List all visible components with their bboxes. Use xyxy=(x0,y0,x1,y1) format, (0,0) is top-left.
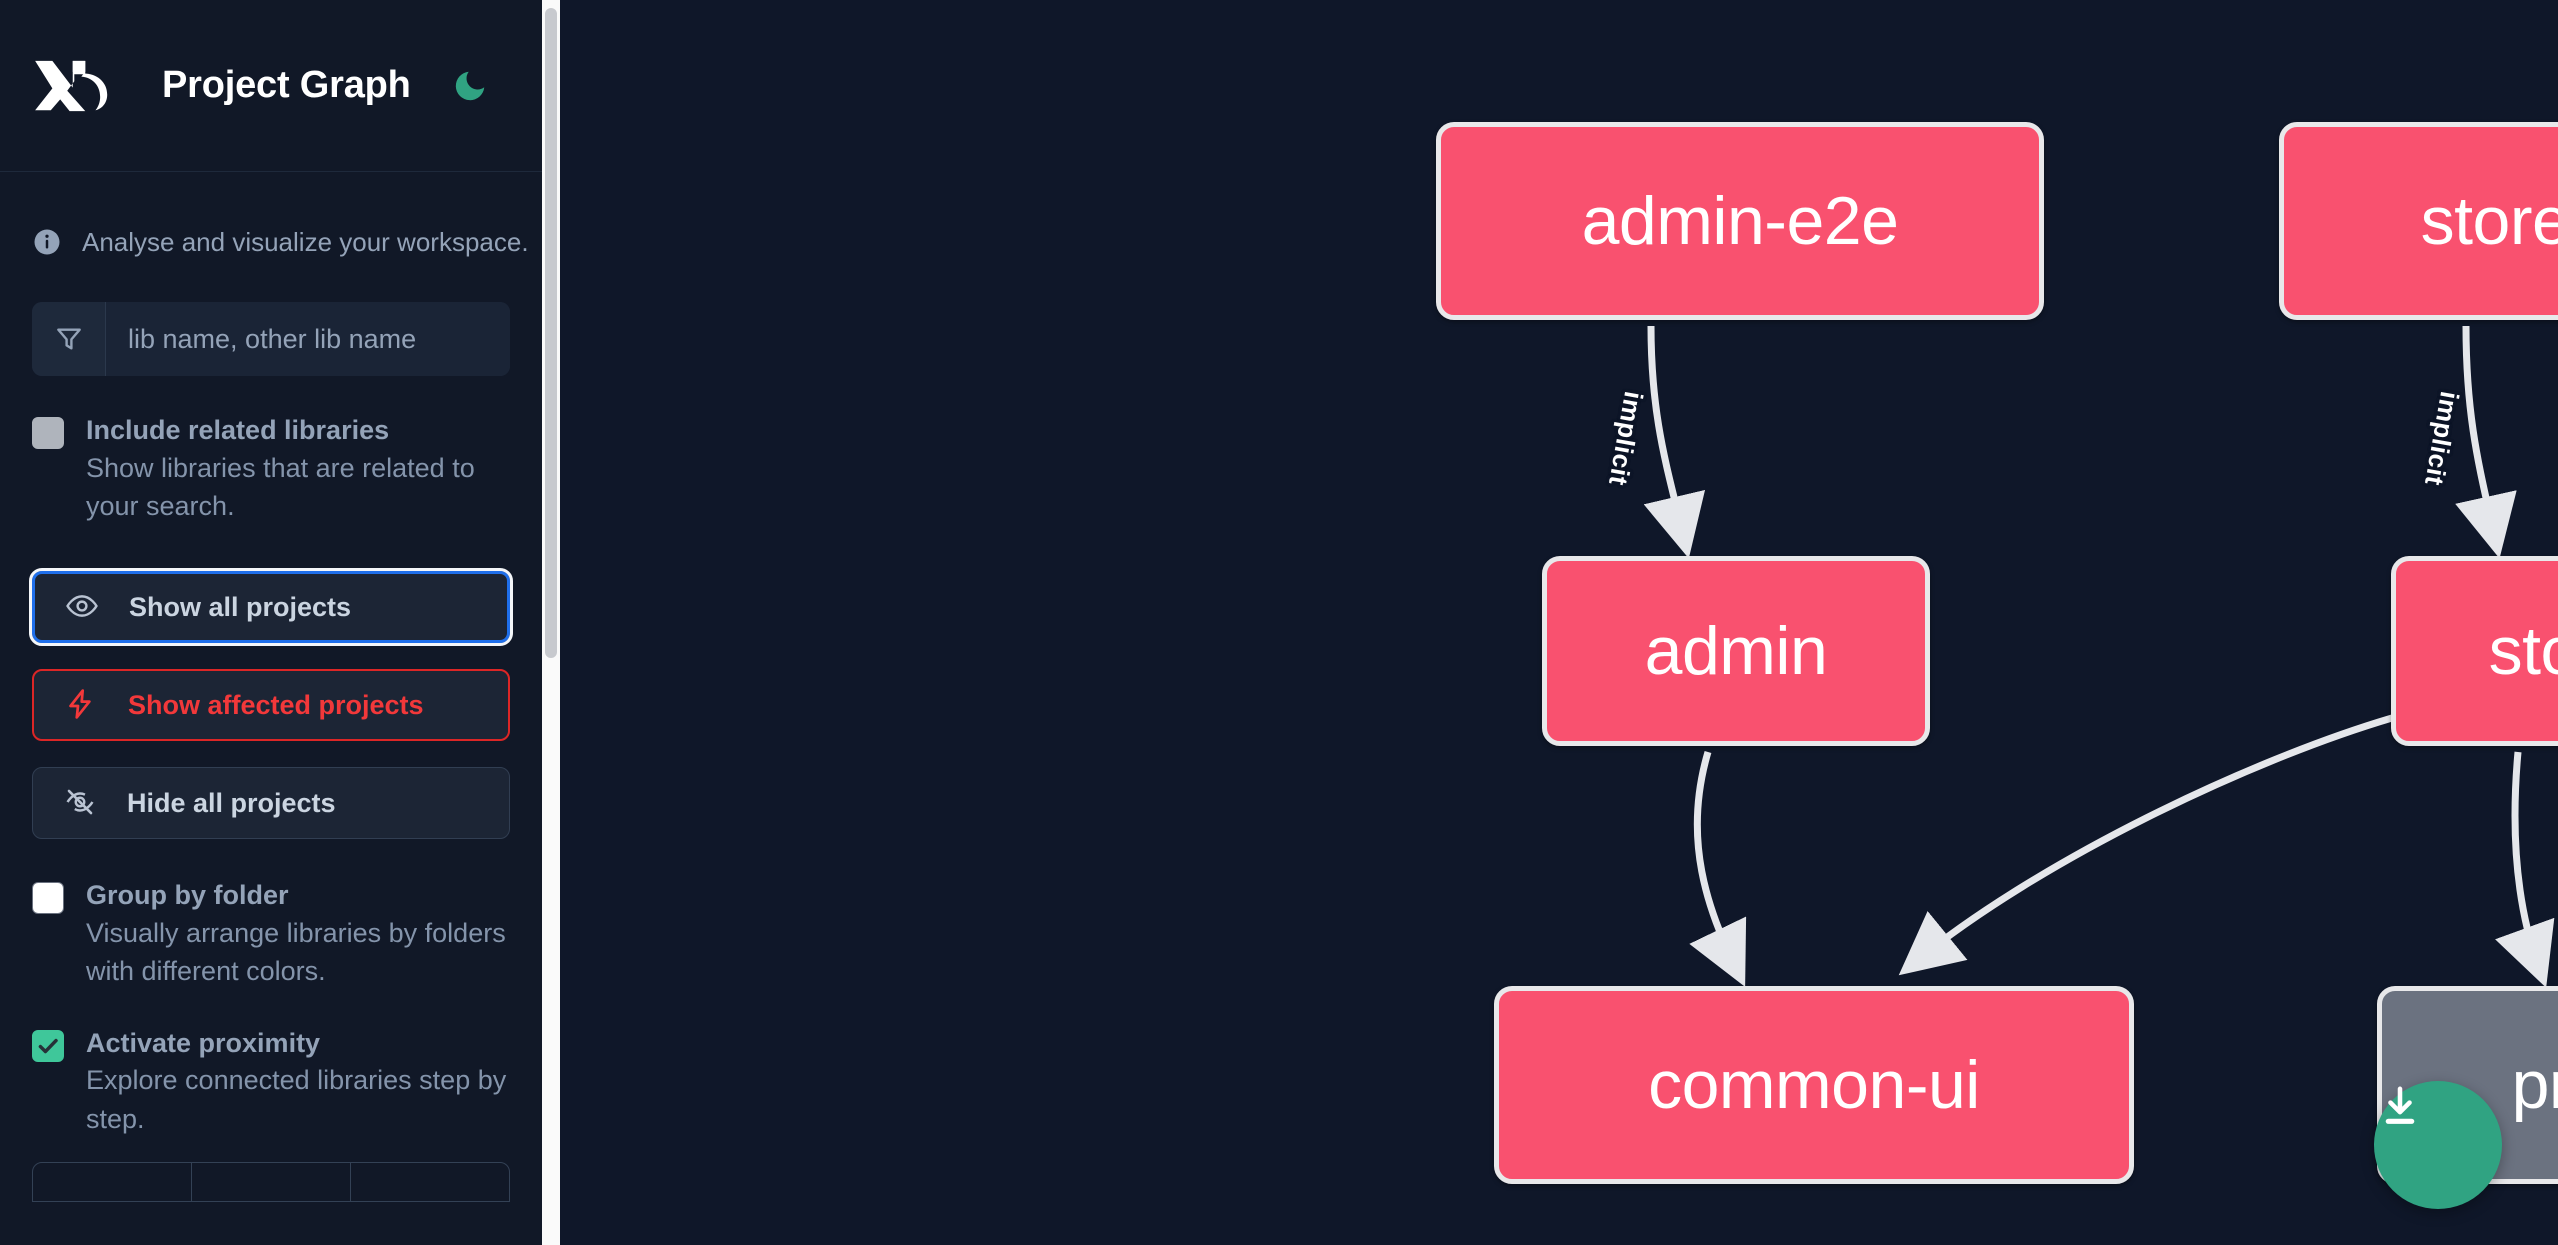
workspace-info-text: Analyse and visualize your workspace. xyxy=(82,226,529,257)
hide-all-projects-label: Hide all projects xyxy=(127,787,336,818)
graph-node-label: store-e2e xyxy=(2420,183,2558,259)
sidebar-scrollbar-thumb[interactable] xyxy=(545,8,557,658)
graph-node-label: store xyxy=(2488,613,2558,689)
graph-node-admin[interactable]: admin xyxy=(1542,556,1930,746)
group-by-folder-description: Visually arrange libraries by folders wi… xyxy=(86,918,506,987)
include-related-libraries-checkbox[interactable] xyxy=(32,417,64,449)
nx-logo xyxy=(32,56,126,116)
show-affected-projects-button[interactable]: Show affected projects xyxy=(32,669,510,742)
graph-canvas[interactable]: admin-e2e store-e2e admin store common-u… xyxy=(560,0,2558,1245)
activate-proximity-label: Activate proximity xyxy=(86,1027,321,1058)
proximity-segmented-control[interactable] xyxy=(32,1162,510,1203)
graph-node-common-ui[interactable]: common-ui xyxy=(1494,986,2134,1184)
activate-proximity-description: Explore connected libraries step by step… xyxy=(86,1065,507,1134)
page-title: Project Graph xyxy=(162,64,411,106)
graph-node-label: admin xyxy=(1644,613,1828,689)
segment-option-1[interactable] xyxy=(33,1163,192,1202)
download-graph-button[interactable] xyxy=(2374,1081,2502,1209)
sidebar: Project Graph Analyse and visualize your… xyxy=(0,0,560,1245)
graph-node-label: products xyxy=(2511,1047,2558,1123)
eye-off-icon xyxy=(63,785,97,822)
include-related-libraries-label: Include related libraries xyxy=(86,415,390,445)
option-activate-proximity[interactable]: Activate proximity Explore connected lib… xyxy=(0,1025,542,1138)
filter-icon xyxy=(32,302,106,376)
segment-option-2[interactable] xyxy=(192,1163,351,1202)
include-related-libraries-description: Show libraries that are related to your … xyxy=(86,452,475,522)
sidebar-scrollbar-track[interactable] xyxy=(542,0,560,1245)
show-all-projects-label: Show all projects xyxy=(129,591,352,622)
segment-option-3[interactable] xyxy=(351,1163,509,1201)
lightning-bolt-icon xyxy=(64,687,98,724)
graph-node-store[interactable]: store xyxy=(2391,556,2558,746)
graph-node-label: admin-e2e xyxy=(1581,183,1899,259)
graph-node-label: common-ui xyxy=(1648,1047,1980,1123)
sidebar-header: Project Graph xyxy=(0,0,542,172)
projects-button-group: Show all projects Show affected projects xyxy=(0,568,542,840)
graph-node-store-e2e[interactable]: store-e2e xyxy=(2279,122,2558,320)
workspace-info: Analyse and visualize your workspace. xyxy=(0,172,542,268)
graph-node-admin-e2e[interactable]: admin-e2e xyxy=(1436,122,2044,320)
group-by-folder-checkbox[interactable] xyxy=(32,882,64,915)
show-affected-projects-label: Show affected projects xyxy=(128,689,424,720)
search-input[interactable] xyxy=(106,302,510,376)
option-include-related-libraries[interactable]: Include related libraries Show libraries… xyxy=(0,412,542,525)
option-text-group: Activate proximity Explore connected lib… xyxy=(86,1025,510,1138)
info-circle-icon xyxy=(32,227,62,257)
option-text-group: Include related libraries Show libraries… xyxy=(86,412,510,525)
show-all-projects-button[interactable]: Show all projects xyxy=(29,568,513,647)
hide-all-projects-button[interactable]: Hide all projects xyxy=(32,767,510,840)
search-field[interactable] xyxy=(32,302,510,376)
option-group-by-folder[interactable]: Group by folder Visually arrange librari… xyxy=(0,877,542,990)
sidebar-scroll-area: Project Graph Analyse and visualize your… xyxy=(0,0,542,1245)
group-by-folder-label: Group by folder xyxy=(86,880,289,911)
moon-icon[interactable] xyxy=(447,63,493,109)
graph-edges xyxy=(1643,325,2555,988)
activate-proximity-checkbox[interactable] xyxy=(32,1029,64,1062)
eye-icon xyxy=(65,589,99,626)
option-text-group: Group by folder Visually arrange librari… xyxy=(86,877,510,990)
